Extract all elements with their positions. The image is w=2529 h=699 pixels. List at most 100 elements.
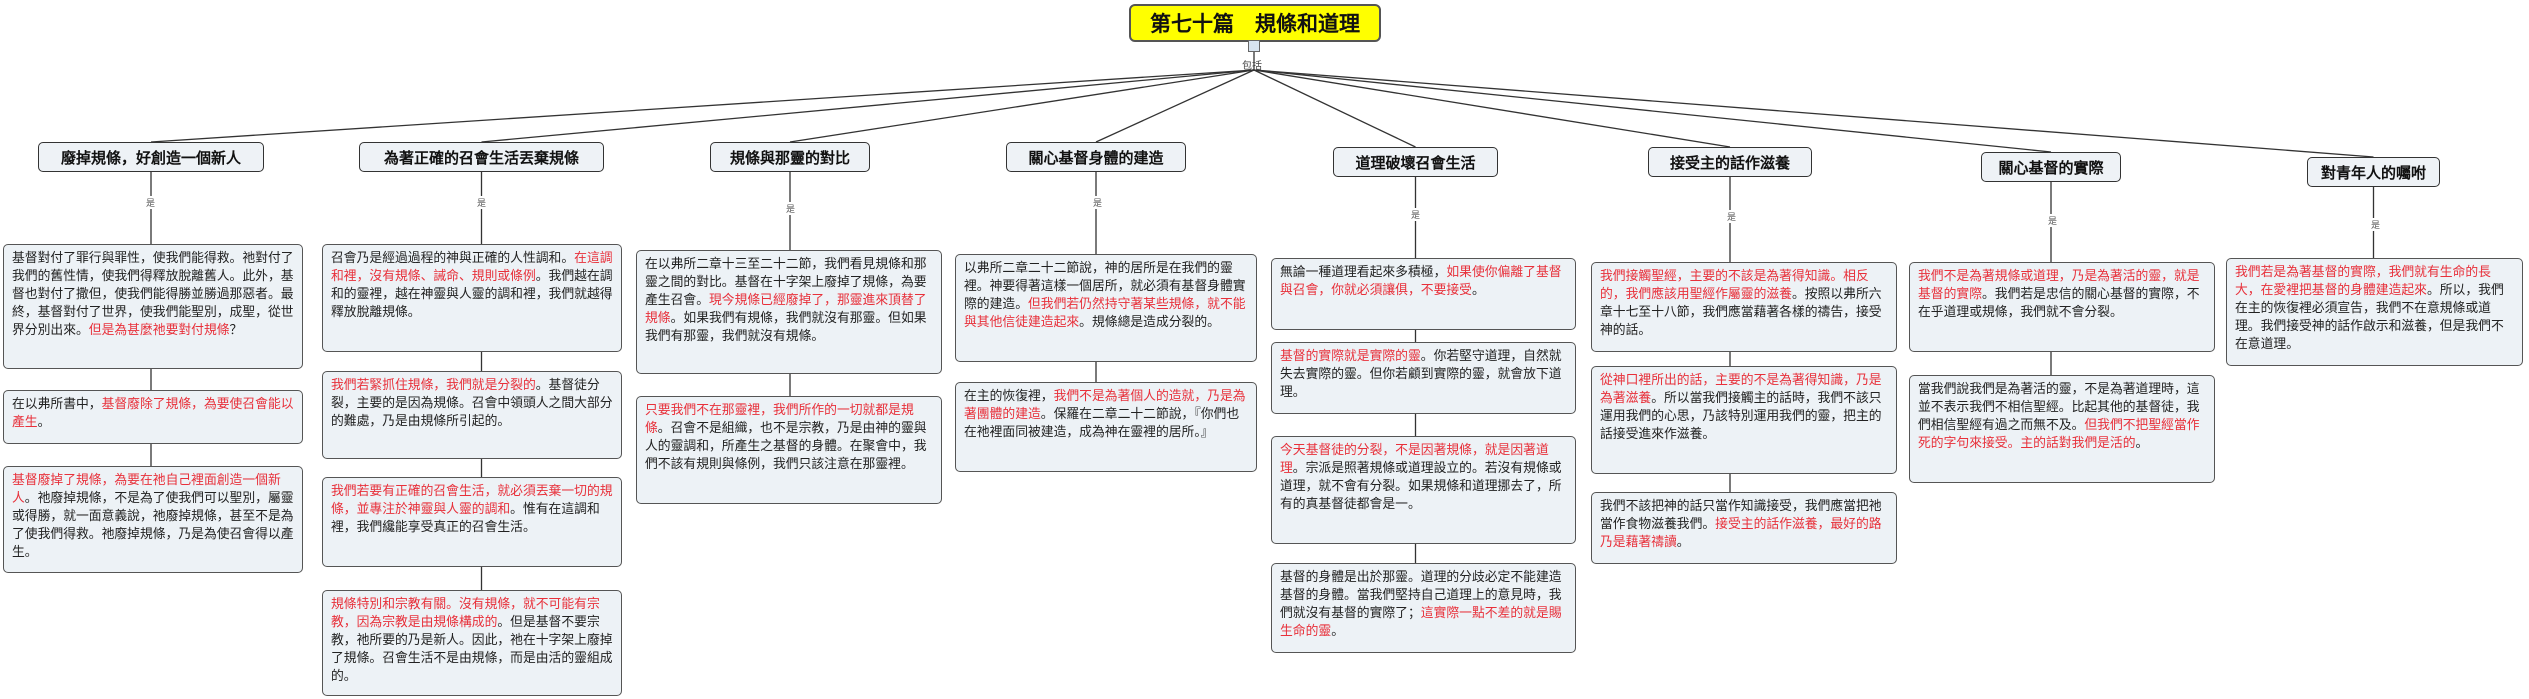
highlighted-text: 但我們若仍然持守著某些規條，就不能與其他信徒建造起來 <box>964 297 1246 330</box>
note-box[interactable]: 我們接觸聖經，主要的不該是為著得知識。相反的，我們應該用聖經作屬靈的滋養。按照以… <box>1591 262 1897 352</box>
note-box[interactable]: 基督的身體是出於那靈。道理的分歧必定不能建造基督的身體。當我們堅持自己道理上的意… <box>1271 563 1576 653</box>
highlighted-text: 現今規條已經廢掉了，那靈進來頂替了規條 <box>645 293 927 326</box>
note-text: 基督的身體是出於那靈。道理的分歧必定不能建造基督的身體。當我們堅持自己道理上的意… <box>1280 570 1562 621</box>
branch-connector <box>1253 69 2052 153</box>
note-box[interactable]: 基督廢掉了規條，為要在祂自己裡面創造一個新人。祂廢掉規條，不是為了使我們可以聖別… <box>3 466 303 573</box>
note-box[interactable]: 基督對付了罪行與罪性，使我們能得救。祂對付了我們的舊性情，使我們得釋放脫離舊人。… <box>3 244 303 369</box>
note-text: 基督對付了罪行與罪性，使我們能得救。祂對付了我們的舊性情，使我們得釋放脫離舊人。… <box>12 251 294 338</box>
note-text: 在以弗所二章十三至二十二節，我們看見規條和那靈之間的對比。基督在十字架上廢掉了規… <box>645 257 927 308</box>
note-text: 。祂廢掉規條，不是為了使我們可以聖別，屬靈或得勝，就一面意義說，祂廢掉規條，甚至… <box>12 491 294 560</box>
relation-label: 是 <box>476 196 488 209</box>
relation-label: 是 <box>145 196 157 209</box>
highlighted-text: 我們若緊抓住規條，我們就是分裂的 <box>331 378 536 393</box>
branch-abolish-ordinances[interactable]: 廢掉規條，好創造一個新人 <box>38 142 264 172</box>
branch-care-reality[interactable]: 關心基督的實際 <box>1981 152 2121 182</box>
highlighted-text: 基督的實際就是實際的靈 <box>1280 349 1421 364</box>
note-text: 在主的恢復裡， <box>964 389 1054 404</box>
note-text: 。我們越在調和的靈裡，越在神靈與人靈的調和裡，我們就越得釋放脫離規條。 <box>331 269 613 320</box>
relation-label: 是 <box>1726 210 1738 223</box>
note-text: 。但是基督不要宗教，祂所要的乃是新人。因此，祂在十字架上廢掉了規條。召會生活不是… <box>331 615 613 684</box>
relation-label: 是 <box>2047 214 2059 227</box>
note-box[interactable]: 從神口裡所出的話，主要的不是為著得知識，乃是為著滋養。所以當我們接觸主的話時，我… <box>1591 366 1897 474</box>
branch-young-people[interactable]: 對青年人的囑咐 <box>2307 157 2440 187</box>
note-text: 。如果我們有規條，我們就沒有那靈。但如果我們有那靈，我們就沒有規條。 <box>645 311 927 344</box>
note-text: 召會乃是經過過程的神與正確的人性調和。 <box>331 251 575 266</box>
highlighted-text: 如果使你偏離了基督與召會，你就必須讓俱，不要接受 <box>1280 265 1562 298</box>
note-box[interactable]: 我們若緊抓住規條，我們就是分裂的。基督徒分裂，主要的是因為規條。召會中領頭人之間… <box>322 371 622 459</box>
relation-label: 是 <box>785 202 797 215</box>
branch-connector <box>1253 69 1731 148</box>
note-text: 。保羅在二章二十二節說，『你們也在祂裡面同被建造，成為神在靈裡的居所。』 <box>964 407 1240 440</box>
note-text: 。 <box>1331 624 1344 639</box>
note-box[interactable]: 我們不該把神的話只當作知識接受，我們應當把祂當作食物滋養我們。接受主的話作滋養，… <box>1591 492 1897 564</box>
branch-connector <box>789 69 1255 143</box>
highlighted-text: 基督廢掉了規條，為要在祂自己裡面創造一個新人 <box>12 473 281 506</box>
relation-label: 是 <box>1092 196 1104 209</box>
note-text: 。惟有在這調和裡，我們纔能享受真正的召會生活。 <box>331 502 600 535</box>
note-box[interactable]: 我們若是為著基督的實際，我們就有生命的長大，在愛裡把基督的身體建造起來。所以，我… <box>2226 258 2523 366</box>
branch-ordinances-vs-spirit[interactable]: 規條與那靈的對比 <box>710 142 870 172</box>
highlighted-text: 我們不是為著規條或道理，乃是為著活的靈，就是基督的實際 <box>1918 269 2200 302</box>
note-text: 。 <box>37 415 51 430</box>
highlighted-text: 在這調和裡，沒有規條、誡命、規則或條例 <box>331 251 613 284</box>
note-box[interactable]: 在以弗所書中，基督廢除了規條，為要使召會能以產生。 <box>3 390 303 444</box>
highlighted-text: 我們若是為著基督的實際，我們就有生命的長大，在愛裡把基督的身體建造起來 <box>2235 265 2491 298</box>
highlighted-text: 我們不是為著個人的造就，乃是為著團體的建造 <box>964 389 1246 422</box>
note-text: 無論一種道理看起來多積極， <box>1280 265 1447 280</box>
note-box[interactable]: 在以弗所二章十三至二十二節，我們看見規條和那靈之間的對比。基督在十字架上廢掉了規… <box>636 250 942 374</box>
note-text: 以弗所二章二十二節說，神的居所是在我們的靈裡。神要得著這樣一個居所，就必須有基督… <box>964 261 1246 312</box>
branch-connector <box>481 69 1255 143</box>
relation-label: 是 <box>1410 208 1422 221</box>
note-text: 。 <box>1676 535 1690 550</box>
note-text: 。召會不是組織，也不是宗教，乃是由神的靈與人的靈調和，所產生之基督的身體。在聚會… <box>645 421 927 472</box>
highlighted-text: 我們若要有正確的召會生活，就必須丟棄一切的規條，並專注於神靈與人靈的調和 <box>331 484 613 517</box>
note-text: 。基督徒分裂，主要的是因為規條。召會中領頭人之間大部分的難處，乃是由規條所引起的… <box>331 378 613 429</box>
note-box[interactable]: 只要我們不在那靈裡，我們所作的一切就都是規條。召會不是組織，也不是宗教，乃是由神… <box>636 396 942 504</box>
highlighted-text: 基督廢除了規條，為要使召會能以產生 <box>12 397 294 430</box>
highlighted-text: 但我們不把聖經當作死的字句來接受。主的話對我們是活的 <box>1918 418 2200 451</box>
highlighted-text: 但是為甚麼祂要對付規條 <box>88 323 230 338</box>
note-box[interactable]: 當我們說我們是為著活的靈，不是為著道理時，這並不表示我們不相信聖經。比起其他的基… <box>1909 375 2215 483</box>
note-text: 。按照以弗所六章十七至十八節，我們應當藉著各樣的禱告，接受神的話。 <box>1600 287 1882 338</box>
note-text: 。規條總是造成分裂的。 <box>1079 315 1220 330</box>
note-text: 。你若堅守道理，自然就失去實際的靈。但你若顧到實際的靈，就會放下道理。 <box>1280 349 1562 400</box>
note-box[interactable]: 召會乃是經過過程的神與正確的人性調和。在這調和裡，沒有規條、誡命、規則或條例。我… <box>322 244 622 352</box>
highlighted-text: 今天基督徒的分裂，不是因著規條，就是因著道理 <box>1280 443 1549 476</box>
root-topic[interactable]: 第七十篇 規條和道理 <box>1129 4 1381 42</box>
note-icon <box>1248 40 1260 52</box>
branch-building-body[interactable]: 關心基督身體的建造 <box>1006 142 1186 172</box>
highlighted-text: 從神口裡所出的話，主要的不是為著得知識，乃是為著滋養 <box>1600 373 1882 406</box>
note-box[interactable]: 我們不是為著規條或道理，乃是為著活的靈，就是基督的實際。我們若是忠信的關心基督的… <box>1909 262 2215 352</box>
note-box[interactable]: 在主的恢復裡，我們不是為著個人的造就，乃是為著團體的建造。保羅在二章二十二節說，… <box>955 382 1257 472</box>
note-box[interactable]: 以弗所二章二十二節說，神的居所是在我們的靈裡。神要得著這樣一個居所，就必須有基督… <box>955 254 1257 362</box>
note-box[interactable]: 規條特別和宗教有關。沒有規條，就不可能有宗教，因為宗教是由規條構成的。但是基督不… <box>322 590 622 696</box>
note-text: 。 <box>1471 283 1485 298</box>
branch-connector <box>1253 69 1416 148</box>
note-text: 我們不該把神的話只當作知識接受，我們應當把祂當作食物滋養我們。 <box>1600 499 1882 532</box>
note-box[interactable]: 基督的實際就是實際的靈。你若堅守道理，自然就失去實際的靈。但你若顧到實際的靈，就… <box>1271 342 1576 414</box>
highlighted-text: 規條特別和宗教有關。沒有規條，就不可能有宗教，因為宗教是由規條構成的 <box>331 597 600 630</box>
branch-word-nourishment[interactable]: 接受主的話作滋養 <box>1648 147 1812 177</box>
branch-connector <box>1095 69 1255 143</box>
note-box[interactable]: 我們若要有正確的召會生活，就必須丟棄一切的規條，並專注於神靈與人靈的調和。惟有在… <box>322 477 622 567</box>
note-text: ？ <box>229 323 243 338</box>
note-text: 。所以，我們在主的恢復裡必須宣告，我們不在意規條或道理。我們接受神的話作啟示和滋… <box>2235 283 2504 352</box>
note-text: 。我們若是忠信的關心基督的實際，不在乎道理或規條，我們就不會分裂。 <box>1918 287 2200 320</box>
branch-doctrine-damages[interactable]: 道理破壞召會生活 <box>1333 147 1498 177</box>
branch-connector <box>150 69 1255 143</box>
note-box[interactable]: 無論一種道理看起來多積極，如果使你偏離了基督與召會，你就必須讓俱，不要接受。 <box>1271 258 1576 330</box>
note-box[interactable]: 今天基督徒的分裂，不是因著規條，就是因著道理。宗派是照著規條或道理設立的。若沒有… <box>1271 436 1576 544</box>
relation-label: 是 <box>2370 218 2382 231</box>
note-text: 當我們說我們是為著活的靈，不是為著道理時，這並不表示我們不相信聖經。比起其他的基… <box>1918 382 2200 433</box>
note-text: 。 <box>2135 436 2149 451</box>
note-text: 。所以當我們接觸主的話時，我們不該只運用我們的心思，乃該特別運用我們的靈，把主的… <box>1600 391 1882 442</box>
branch-connector <box>1253 69 2374 158</box>
highlighted-text: 這實際一點不差的就是賜生命的靈 <box>1280 606 1562 639</box>
root-relation-label: 包括 <box>1242 61 1262 72</box>
branch-church-life[interactable]: 為著正確的召會生活丟棄規條 <box>359 142 604 172</box>
highlighted-text: 只要我們不在那靈裡，我們所作的一切就都是規條 <box>645 403 914 436</box>
note-text: 。宗派是照著規條或道理設立的。若沒有規條或道理，就不會有分裂。如果規條和道理挪去… <box>1280 461 1562 512</box>
highlighted-text: 接受主的話作滋養，最好的路乃是藉著禱讀 <box>1600 517 1882 550</box>
note-text: 在以弗所書中， <box>12 397 102 412</box>
